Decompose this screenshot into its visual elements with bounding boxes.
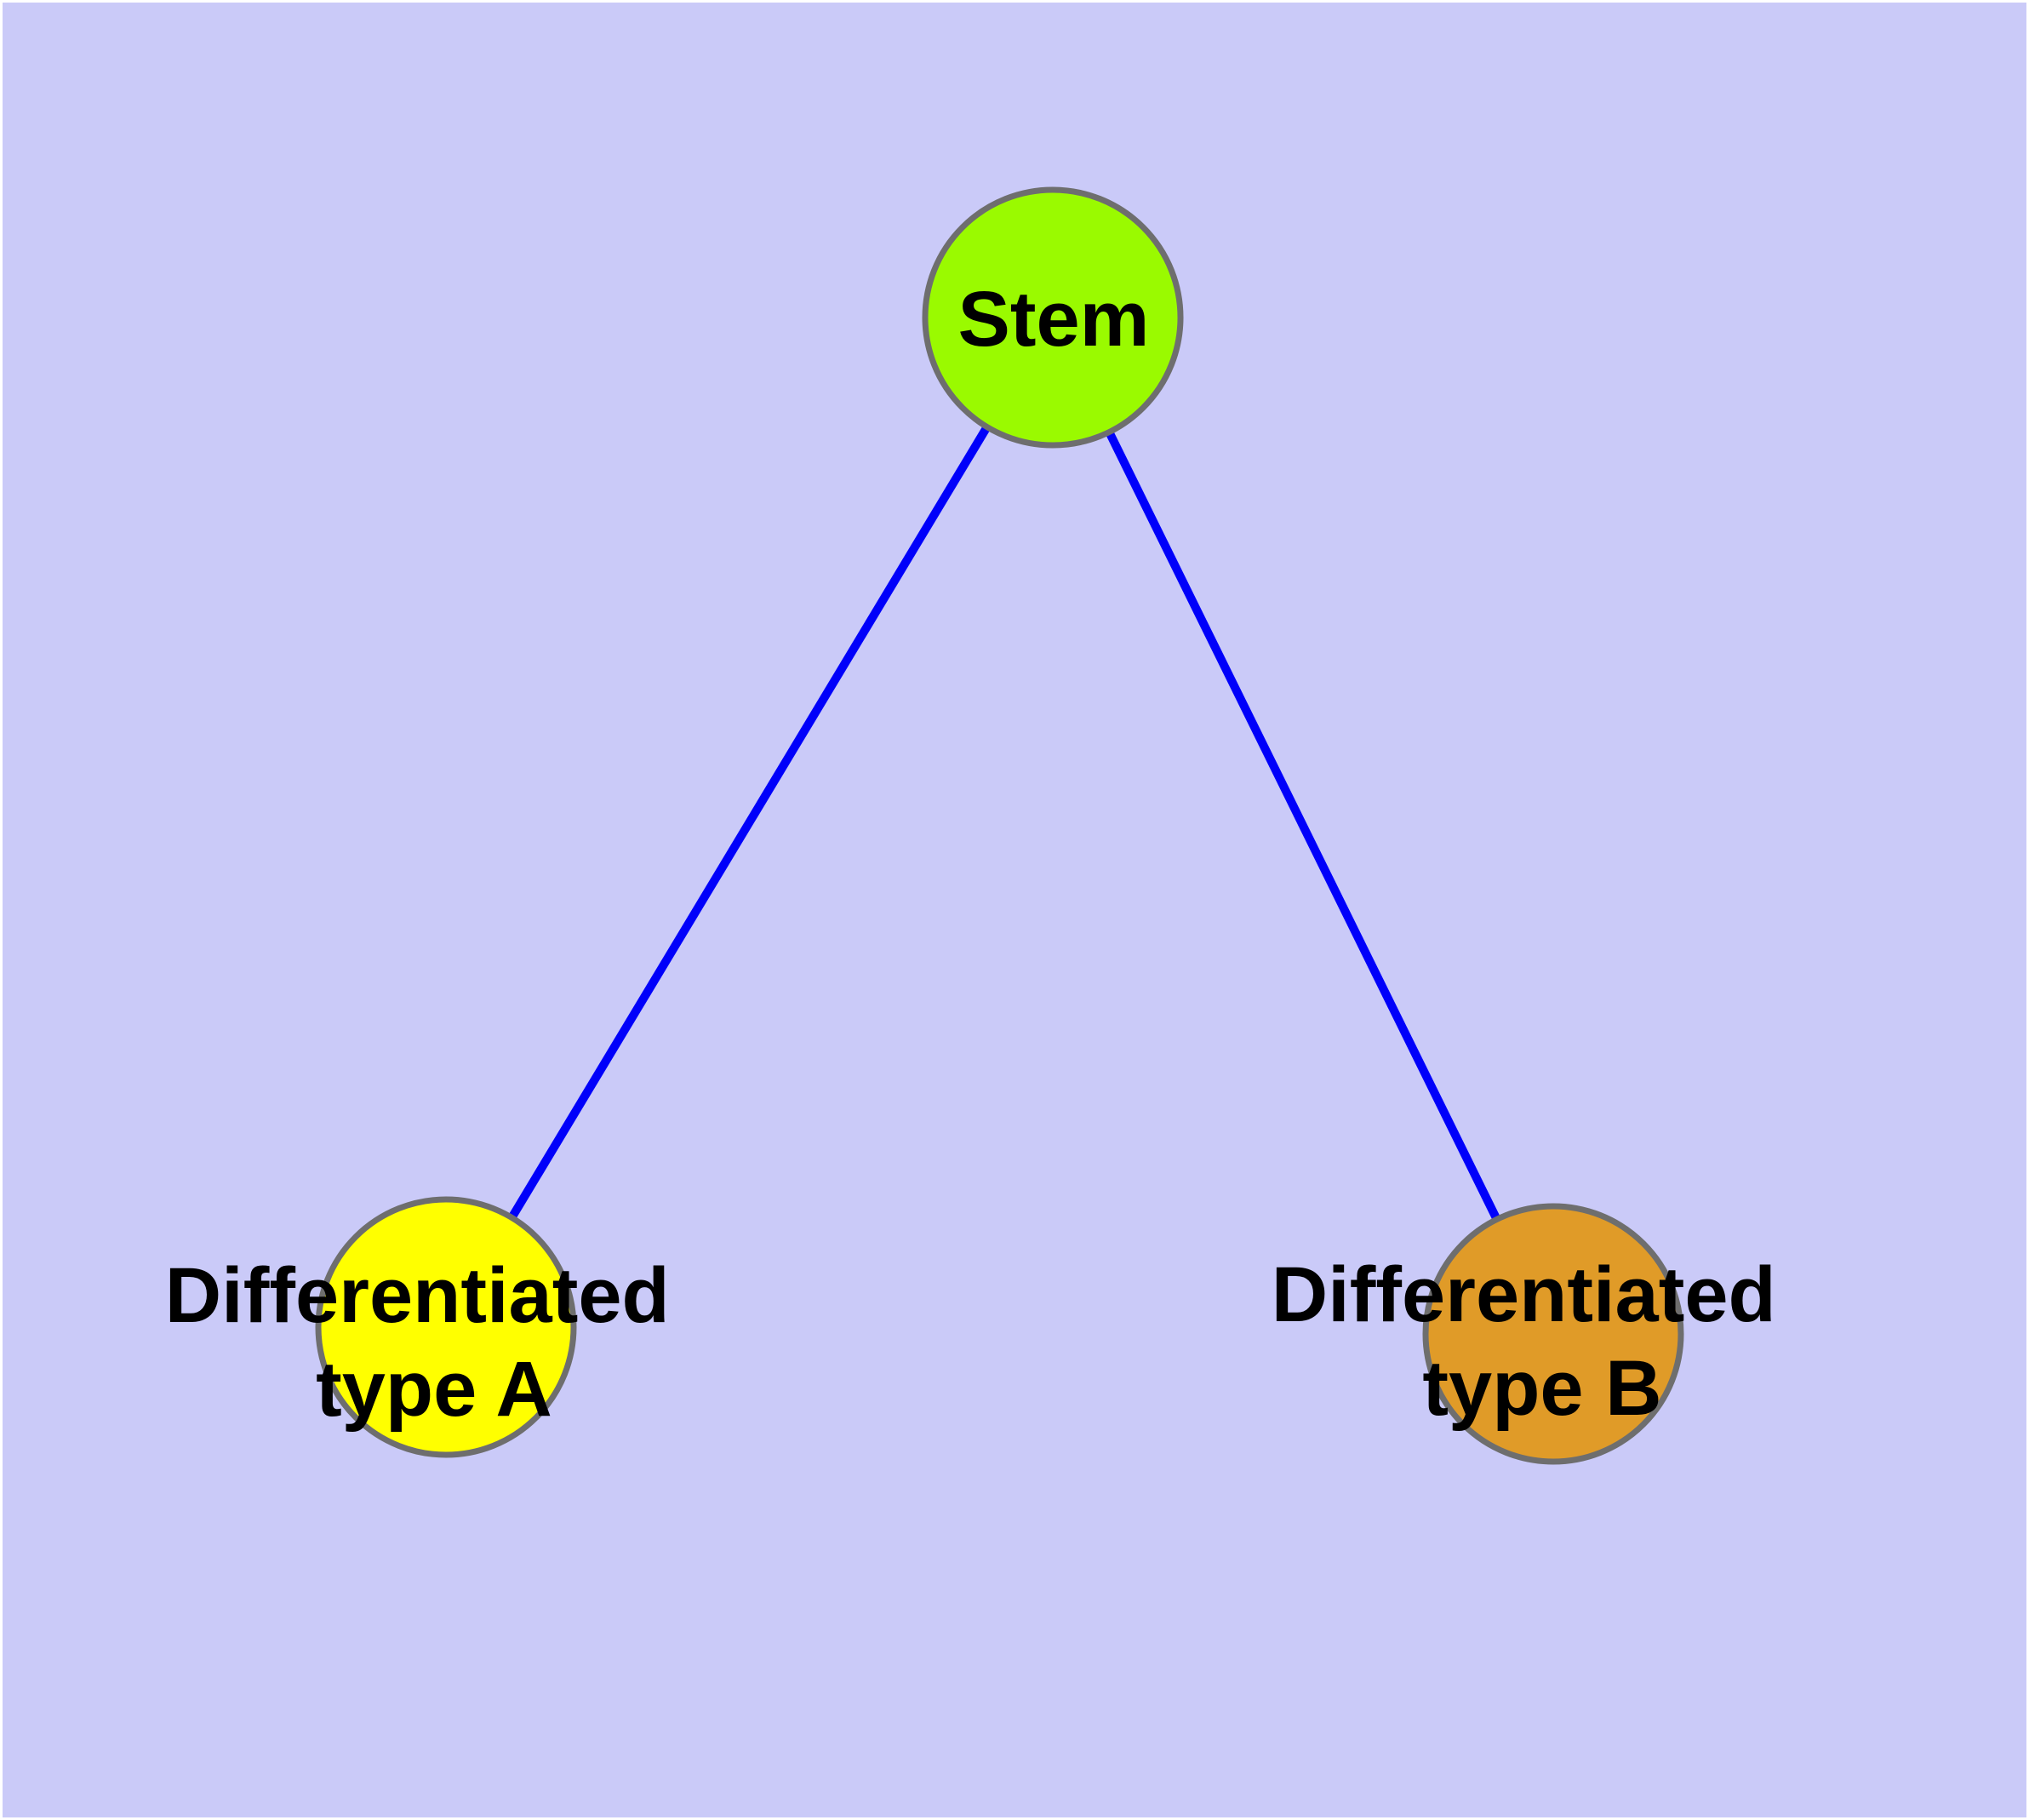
edge-stem-to-typeB (1049, 315, 1557, 1336)
node-stem-circle[interactable] (922, 186, 1184, 449)
edge-stem-to-typeA (442, 315, 1057, 1330)
node-stem: Stem (922, 186, 1184, 449)
node-stem-label: Stem (958, 276, 1150, 363)
node-differentiated-type-b: Differentiated type B (1272, 1203, 1798, 1465)
node-differentiated-type-b-label-line1: Differentiated (1272, 1251, 1776, 1338)
node-differentiated-type-b-label-line2: type B (1422, 1345, 1661, 1432)
node-differentiated-type-a-label-line2: type A (316, 1346, 552, 1433)
node-differentiated-type-a-label: Differentiated type A (165, 1252, 692, 1433)
node-differentiated-type-a-circle[interactable] (315, 1196, 577, 1458)
node-differentiated-type-a-label-line1: Differentiated (165, 1252, 670, 1339)
node-differentiated-type-b-label: Differentiated type B (1272, 1251, 1798, 1432)
node-differentiated-type-a: Differentiated type A (165, 1196, 692, 1458)
node-differentiated-type-b-circle[interactable] (1422, 1203, 1684, 1465)
